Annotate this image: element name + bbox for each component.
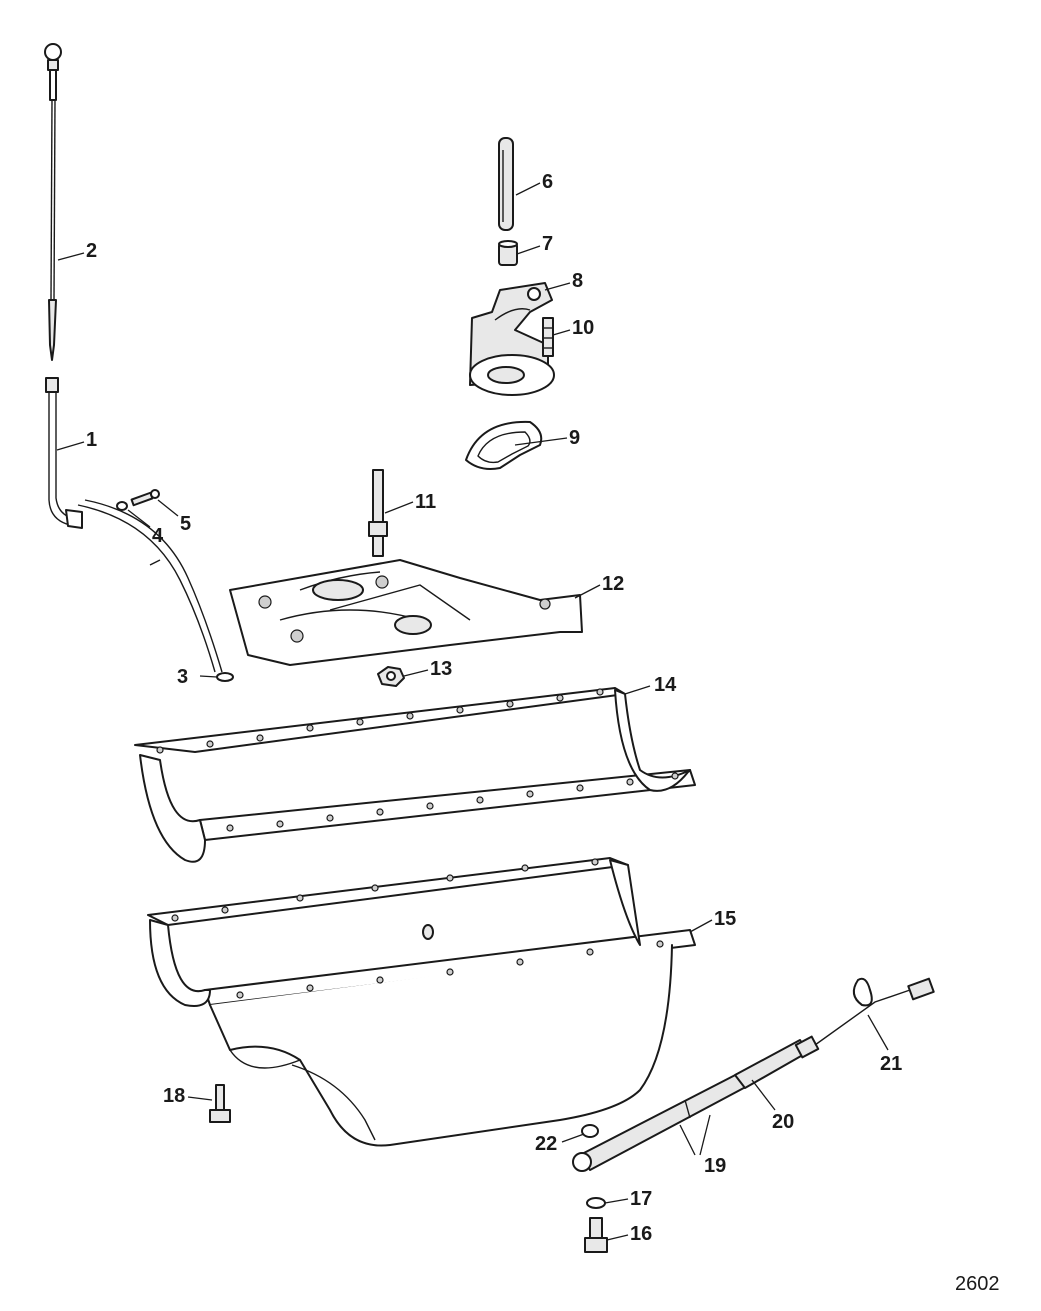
washer-22[interactable]	[581, 1124, 599, 1138]
figure-id: 2602	[955, 1273, 1000, 1295]
callout-6: 6	[542, 171, 553, 193]
callout-16: 16	[630, 1223, 652, 1245]
o-ring-3[interactable]	[216, 672, 234, 682]
callout-19: 19	[704, 1155, 726, 1177]
nut-13[interactable]	[377, 666, 405, 687]
oil-pan[interactable]	[147, 857, 696, 1147]
callout-3: 3	[177, 666, 188, 688]
stud-11[interactable]	[368, 469, 388, 557]
washer-4[interactable]	[116, 501, 128, 511]
pan-holes	[171, 858, 664, 999]
pump-gasket[interactable]	[465, 420, 543, 470]
windage-tray[interactable]	[229, 559, 583, 666]
oil-pump[interactable]	[469, 282, 555, 396]
pickup-tube[interactable]	[498, 137, 514, 231]
oil-pan-gasket[interactable]	[134, 687, 696, 863]
callout-7: 7	[542, 233, 553, 255]
callout-10: 10	[572, 317, 594, 339]
stud-10[interactable]	[542, 317, 554, 357]
callout-20: 20	[772, 1111, 794, 1133]
callout-15: 15	[714, 908, 736, 930]
bushing-7[interactable]	[498, 240, 518, 266]
cable-fitting[interactable]	[814, 977, 935, 1046]
callout-22: 22	[535, 1133, 557, 1155]
callout-2: 2	[86, 240, 97, 262]
callout-14: 14	[654, 674, 677, 696]
dipstick[interactable]	[44, 43, 62, 361]
bolt-18[interactable]	[209, 1084, 231, 1123]
screw-5[interactable]	[130, 489, 160, 507]
callout-labels: 1 2 3 4 5 6 7 8 9 10 11 12 13 14 15 16 1…	[86, 171, 902, 1245]
callout-4: 4	[152, 525, 164, 547]
o-ring-17[interactable]	[586, 1197, 606, 1209]
callout-1: 1	[86, 429, 97, 451]
callout-11: 11	[415, 491, 436, 513]
drain-hose[interactable]	[572, 1035, 820, 1172]
callout-5: 5	[180, 513, 191, 535]
callout-21: 21	[880, 1053, 902, 1075]
callout-12: 12	[602, 573, 624, 595]
drain-plug-16[interactable]	[584, 1217, 608, 1253]
leader-lines	[56, 182, 889, 1241]
dipstick-tube[interactable]	[45, 377, 223, 673]
callout-17: 17	[630, 1188, 652, 1210]
gasket-holes	[156, 688, 679, 832]
callout-8: 8	[572, 270, 583, 292]
callout-18: 18	[163, 1085, 185, 1107]
callout-9: 9	[569, 427, 580, 449]
callout-13: 13	[430, 658, 452, 680]
